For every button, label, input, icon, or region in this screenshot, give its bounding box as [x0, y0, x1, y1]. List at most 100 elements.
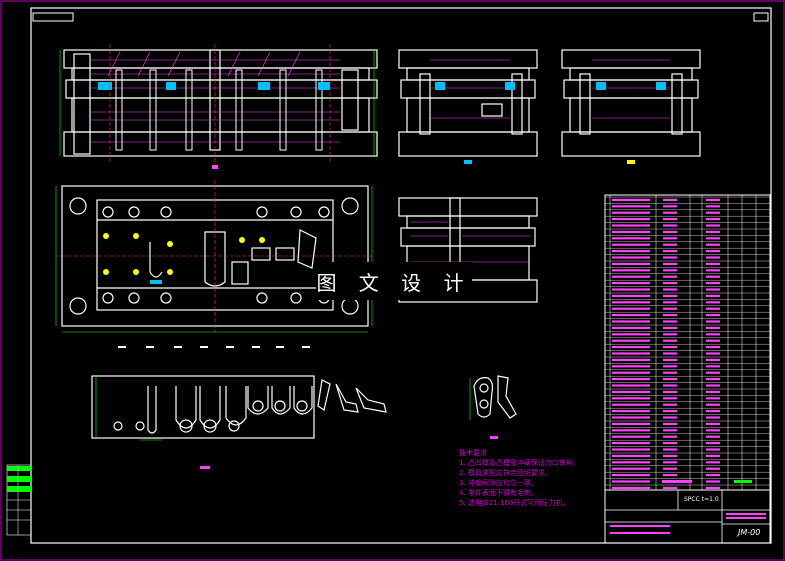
bom-name-mark [612, 448, 650, 451]
main-section-centerlines [109, 44, 331, 162]
bom-name-mark [612, 218, 650, 221]
notes-item: 3. 冲裁间隙应均匀一致。 [459, 479, 538, 487]
bom-name-mark [612, 307, 650, 310]
bom-qty-mark [663, 422, 677, 425]
strip-layout [91, 375, 387, 439]
bom-qty-mark [663, 352, 677, 355]
bom-material-mark [706, 461, 720, 464]
bom-material-mark [706, 403, 720, 406]
bom-qty-mark [663, 237, 677, 240]
bom-qty-mark [663, 230, 677, 233]
part-detail [473, 375, 517, 419]
bom-qty-mark [663, 397, 677, 400]
bom-material-mark [706, 378, 720, 381]
bom-material-mark [706, 333, 720, 336]
bom-qty-mark [663, 454, 677, 457]
bom-qty-mark [663, 365, 677, 368]
bom-name-mark [612, 243, 650, 246]
bom-name-mark [612, 454, 650, 457]
plan-view-label-row [118, 346, 310, 348]
bom-name-mark [612, 198, 650, 201]
main-view-marker [212, 165, 218, 169]
strip-dims [95, 376, 162, 441]
bom-material-mark [706, 211, 720, 214]
bom-material-mark [706, 307, 720, 310]
bom-name-mark [612, 282, 650, 285]
side-view-1-blue [435, 82, 515, 90]
bom-name-mark [612, 256, 650, 259]
bom-material-mark [706, 410, 720, 413]
bom-material-mark [706, 198, 720, 201]
bom-material-mark [706, 442, 720, 445]
bom-name-mark [612, 461, 650, 464]
bom-name-mark [612, 365, 650, 368]
material-label: SPCC t=1.0 [684, 496, 719, 503]
bom-name-mark [612, 326, 650, 329]
bom-name-mark [612, 230, 650, 233]
bom-name-mark [612, 474, 650, 477]
bom-qty-mark [663, 198, 677, 201]
side-view-2 [561, 49, 701, 157]
bom-qty-mark [663, 435, 677, 438]
bom-material-mark [706, 358, 720, 361]
notes-item: 4. 零件表面不得有毛刺。 [459, 489, 538, 497]
bom-name-mark [612, 397, 650, 400]
bom-qty-mark [663, 486, 677, 489]
bom-name-mark [612, 486, 650, 489]
bom-name-mark [612, 262, 650, 265]
bom-material-mark [706, 467, 720, 470]
bom-name-mark [612, 390, 650, 393]
bom-name-mark [612, 339, 650, 342]
bom-name-mark [612, 346, 650, 349]
bom-material-mark [706, 230, 720, 233]
bom-material-mark [706, 282, 720, 285]
bom-qty-mark [663, 288, 677, 291]
bom-qty-mark [663, 262, 677, 265]
inner-frame [30, 7, 772, 544]
bom-material-mark [706, 371, 720, 374]
bom-name-mark [612, 403, 650, 406]
bom-qty-mark [663, 218, 677, 221]
bom-name-mark [612, 211, 650, 214]
bom-name-mark [612, 269, 650, 272]
bom-qty-mark [663, 429, 677, 432]
bom-material-mark [706, 390, 720, 393]
notes-item: 2. 模具装配应符合图纸要求。 [459, 469, 552, 477]
bom-qty-mark [663, 416, 677, 419]
notes-title: 技术要求 [459, 449, 487, 457]
bom-name-mark [612, 275, 650, 278]
frame-tab-right [753, 12, 769, 22]
bom-name-mark [612, 416, 650, 419]
bom-material-mark [706, 243, 720, 246]
notes-item: 5. 选用JB21-160开式可倾压力机。 [459, 499, 570, 507]
bom-name-mark [612, 480, 650, 483]
bom-material-mark [706, 314, 720, 317]
bom-qty-mark [663, 371, 677, 374]
bom-material-mark [706, 250, 720, 253]
bom-qty-mark [663, 474, 677, 477]
side-view-2-blue [596, 82, 666, 90]
bom-name-mark [612, 378, 650, 381]
bom-material-mark [706, 422, 720, 425]
part-detail-marker [490, 436, 498, 439]
bom-name-mark [612, 301, 650, 304]
bom-material-mark [706, 320, 720, 323]
bom-qty-mark [663, 378, 677, 381]
main-section-pins [115, 69, 323, 151]
bom-qty-mark [663, 314, 677, 317]
bom-material-mark [706, 294, 720, 297]
drawing-number: JM-00 [738, 528, 761, 537]
bom-material-mark [706, 384, 720, 387]
bom-qty-mark [663, 256, 677, 259]
bom-name-mark [612, 250, 650, 253]
bom-material-mark [706, 262, 720, 265]
bom-name-mark [612, 435, 650, 438]
bom-name-mark [612, 314, 650, 317]
bom-name-mark [612, 384, 650, 387]
bom-qty-mark [663, 461, 677, 464]
bom-material-mark [706, 448, 720, 451]
bom-rows [605, 195, 770, 490]
notes-item: 1. 凸凹模及凸模需淬硬保证刃口锋利。 [459, 459, 580, 467]
side-view-1-marker [464, 160, 472, 164]
bom-material-mark [706, 224, 720, 227]
